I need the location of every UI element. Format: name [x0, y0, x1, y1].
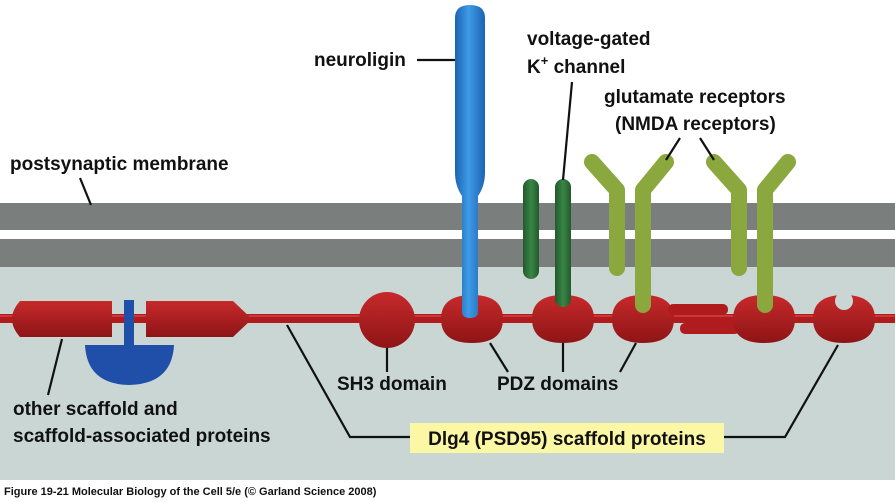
- leader-dlg4: [286, 324, 410, 439]
- leader-nmda-1: [665, 137, 681, 161]
- leader-membrane: [78, 177, 93, 206]
- label-glutamate-line2: (NMDA receptors): [615, 114, 776, 135]
- label-sh3-domain: SH3 domain: [337, 374, 447, 395]
- associated-protein-body: [85, 345, 174, 385]
- leader-nmda-2: [699, 137, 715, 161]
- leader-dlg4-right: [724, 344, 839, 439]
- sh3-domain: [359, 292, 415, 348]
- k-channel-subunit-2: [555, 179, 571, 307]
- label-other-scaffold-line1: other scaffold and: [13, 399, 178, 420]
- label-postsynaptic-membrane: postsynaptic membrane: [10, 154, 229, 175]
- dimer-linker-top: [668, 304, 728, 315]
- leader-k-channel: [561, 81, 574, 181]
- other-scaffold-protein-left: [12, 301, 112, 337]
- leader-pdz-3: [619, 342, 637, 373]
- dimer-linker-bottom: [680, 323, 740, 334]
- pdz-domain-1: [441, 295, 503, 343]
- leader-pdz-1: [489, 342, 509, 373]
- label-dlg4-scaffold: Dlg4 (PSD95) scaffold proteins: [428, 429, 706, 450]
- nmda-receptor-2: [706, 154, 796, 313]
- pdz-domain-5: [813, 295, 875, 343]
- label-pdz-domains: PDZ domains: [497, 374, 618, 395]
- leader-other-scaffold: [46, 338, 64, 396]
- nmda-receptor-1: [584, 154, 674, 313]
- label-k-channel-line2: K+ channel: [527, 53, 625, 78]
- pdz-domain-4: [733, 295, 795, 343]
- label-neuroligin: neuroligin: [314, 50, 406, 71]
- k-channel-subunit-1: [523, 179, 539, 279]
- label-k-channel-line1: voltage-gated: [527, 29, 651, 50]
- label-other-scaffold-line2: scaffold-associated proteins: [13, 426, 271, 447]
- pdz-domain-2: [532, 295, 594, 343]
- empty-binding-pocket: [835, 292, 853, 310]
- pdz-domain-3: [612, 295, 674, 343]
- other-scaffold-protein-right: [146, 301, 252, 337]
- figure-caption: Figure 19-21 Molecular Biology of the Ce…: [4, 486, 377, 498]
- associated-protein-stalk: [124, 300, 134, 346]
- label-glutamate-line1: glutamate receptors: [604, 87, 786, 108]
- neuroligin-protein: [455, 5, 485, 318]
- dlg4-label-highlight: [410, 423, 724, 453]
